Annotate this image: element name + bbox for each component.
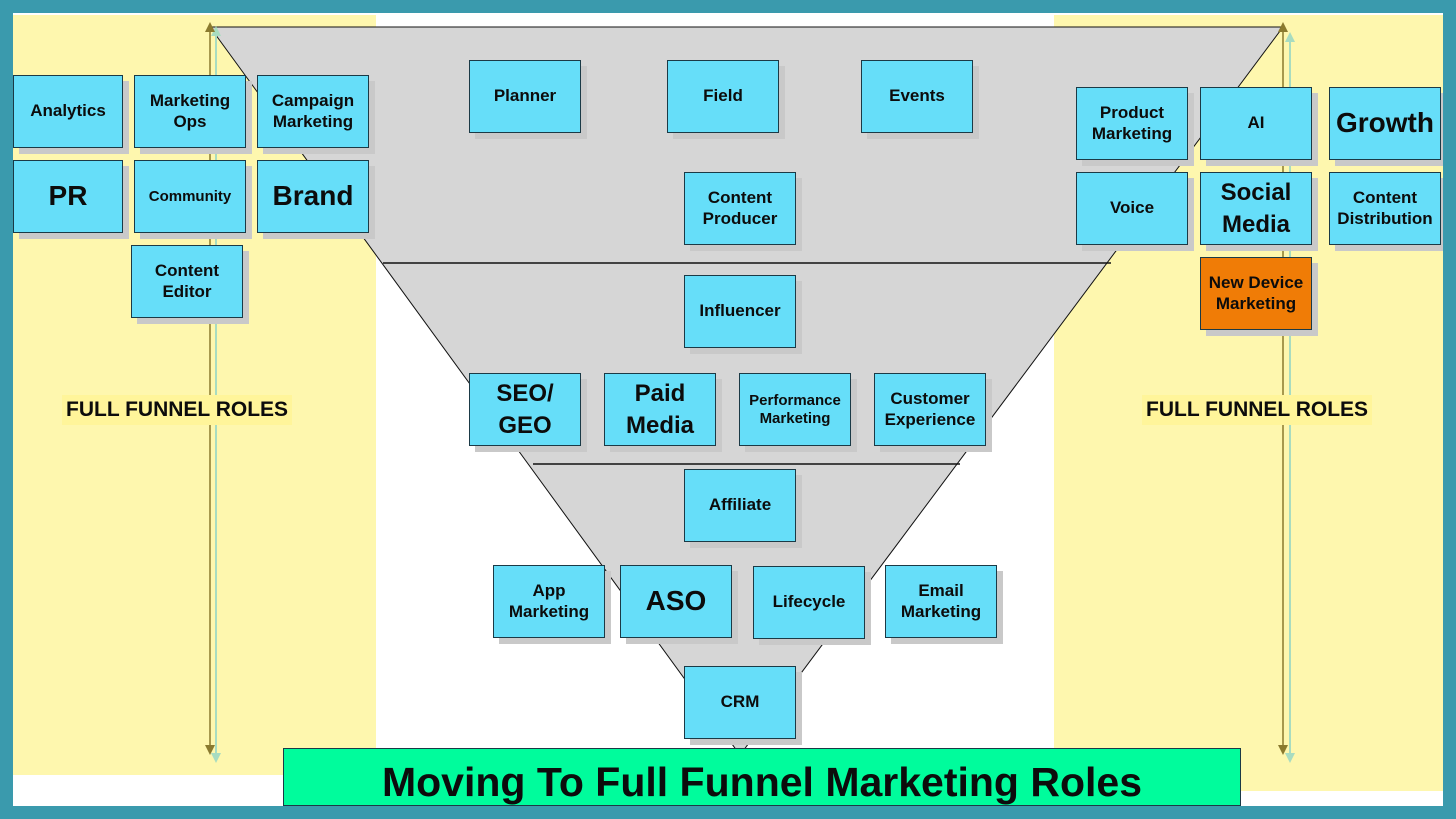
role-campaign-marketing: Campaign Marketing <box>257 75 369 148</box>
role-app-marketing: App Marketing <box>493 565 605 638</box>
role-content-editor: Content Editor <box>131 245 243 318</box>
role-performance-marketing: Performance Marketing <box>739 373 851 446</box>
role-field: Field <box>667 60 779 133</box>
full-funnel-roles-label-left: FULL FUNNEL ROLES <box>62 395 293 425</box>
role-social-media: Social Media <box>1200 172 1312 245</box>
role-marketing-ops: Marketing Ops <box>134 75 246 148</box>
role-seo-geo: SEO/ GEO <box>469 373 581 446</box>
diagram-title: Moving To Full Funnel Marketing Roles <box>283 748 1241 806</box>
role-paid-media: Paid Media <box>604 373 716 446</box>
role-content-producer: Content Producer <box>684 172 796 245</box>
role-events: Events <box>861 60 973 133</box>
role-planner: Planner <box>469 60 581 133</box>
role-voice: Voice <box>1076 172 1188 245</box>
full-funnel-roles-label-right: FULL FUNNEL ROLES <box>1142 395 1373 425</box>
role-pr: PR <box>13 160 123 233</box>
role-crm: CRM <box>684 666 796 739</box>
role-aso: ASO <box>620 565 732 638</box>
role-influencer: Influencer <box>684 275 796 348</box>
role-customer-experience: Customer Experience <box>874 373 986 446</box>
role-new-device-marketing: New Device Marketing <box>1200 257 1312 330</box>
role-ai: AI <box>1200 87 1312 160</box>
role-content-distribution: Content Distribution <box>1329 172 1441 245</box>
role-affiliate: Affiliate <box>684 469 796 542</box>
role-email-marketing: Email Marketing <box>885 565 997 638</box>
role-analytics: Analytics <box>13 75 123 148</box>
role-lifecycle: Lifecycle <box>753 566 865 639</box>
role-product-marketing: Product Marketing <box>1076 87 1188 160</box>
role-brand: Brand <box>257 160 369 233</box>
role-community: Community <box>134 160 246 233</box>
role-growth: Growth <box>1329 87 1441 160</box>
